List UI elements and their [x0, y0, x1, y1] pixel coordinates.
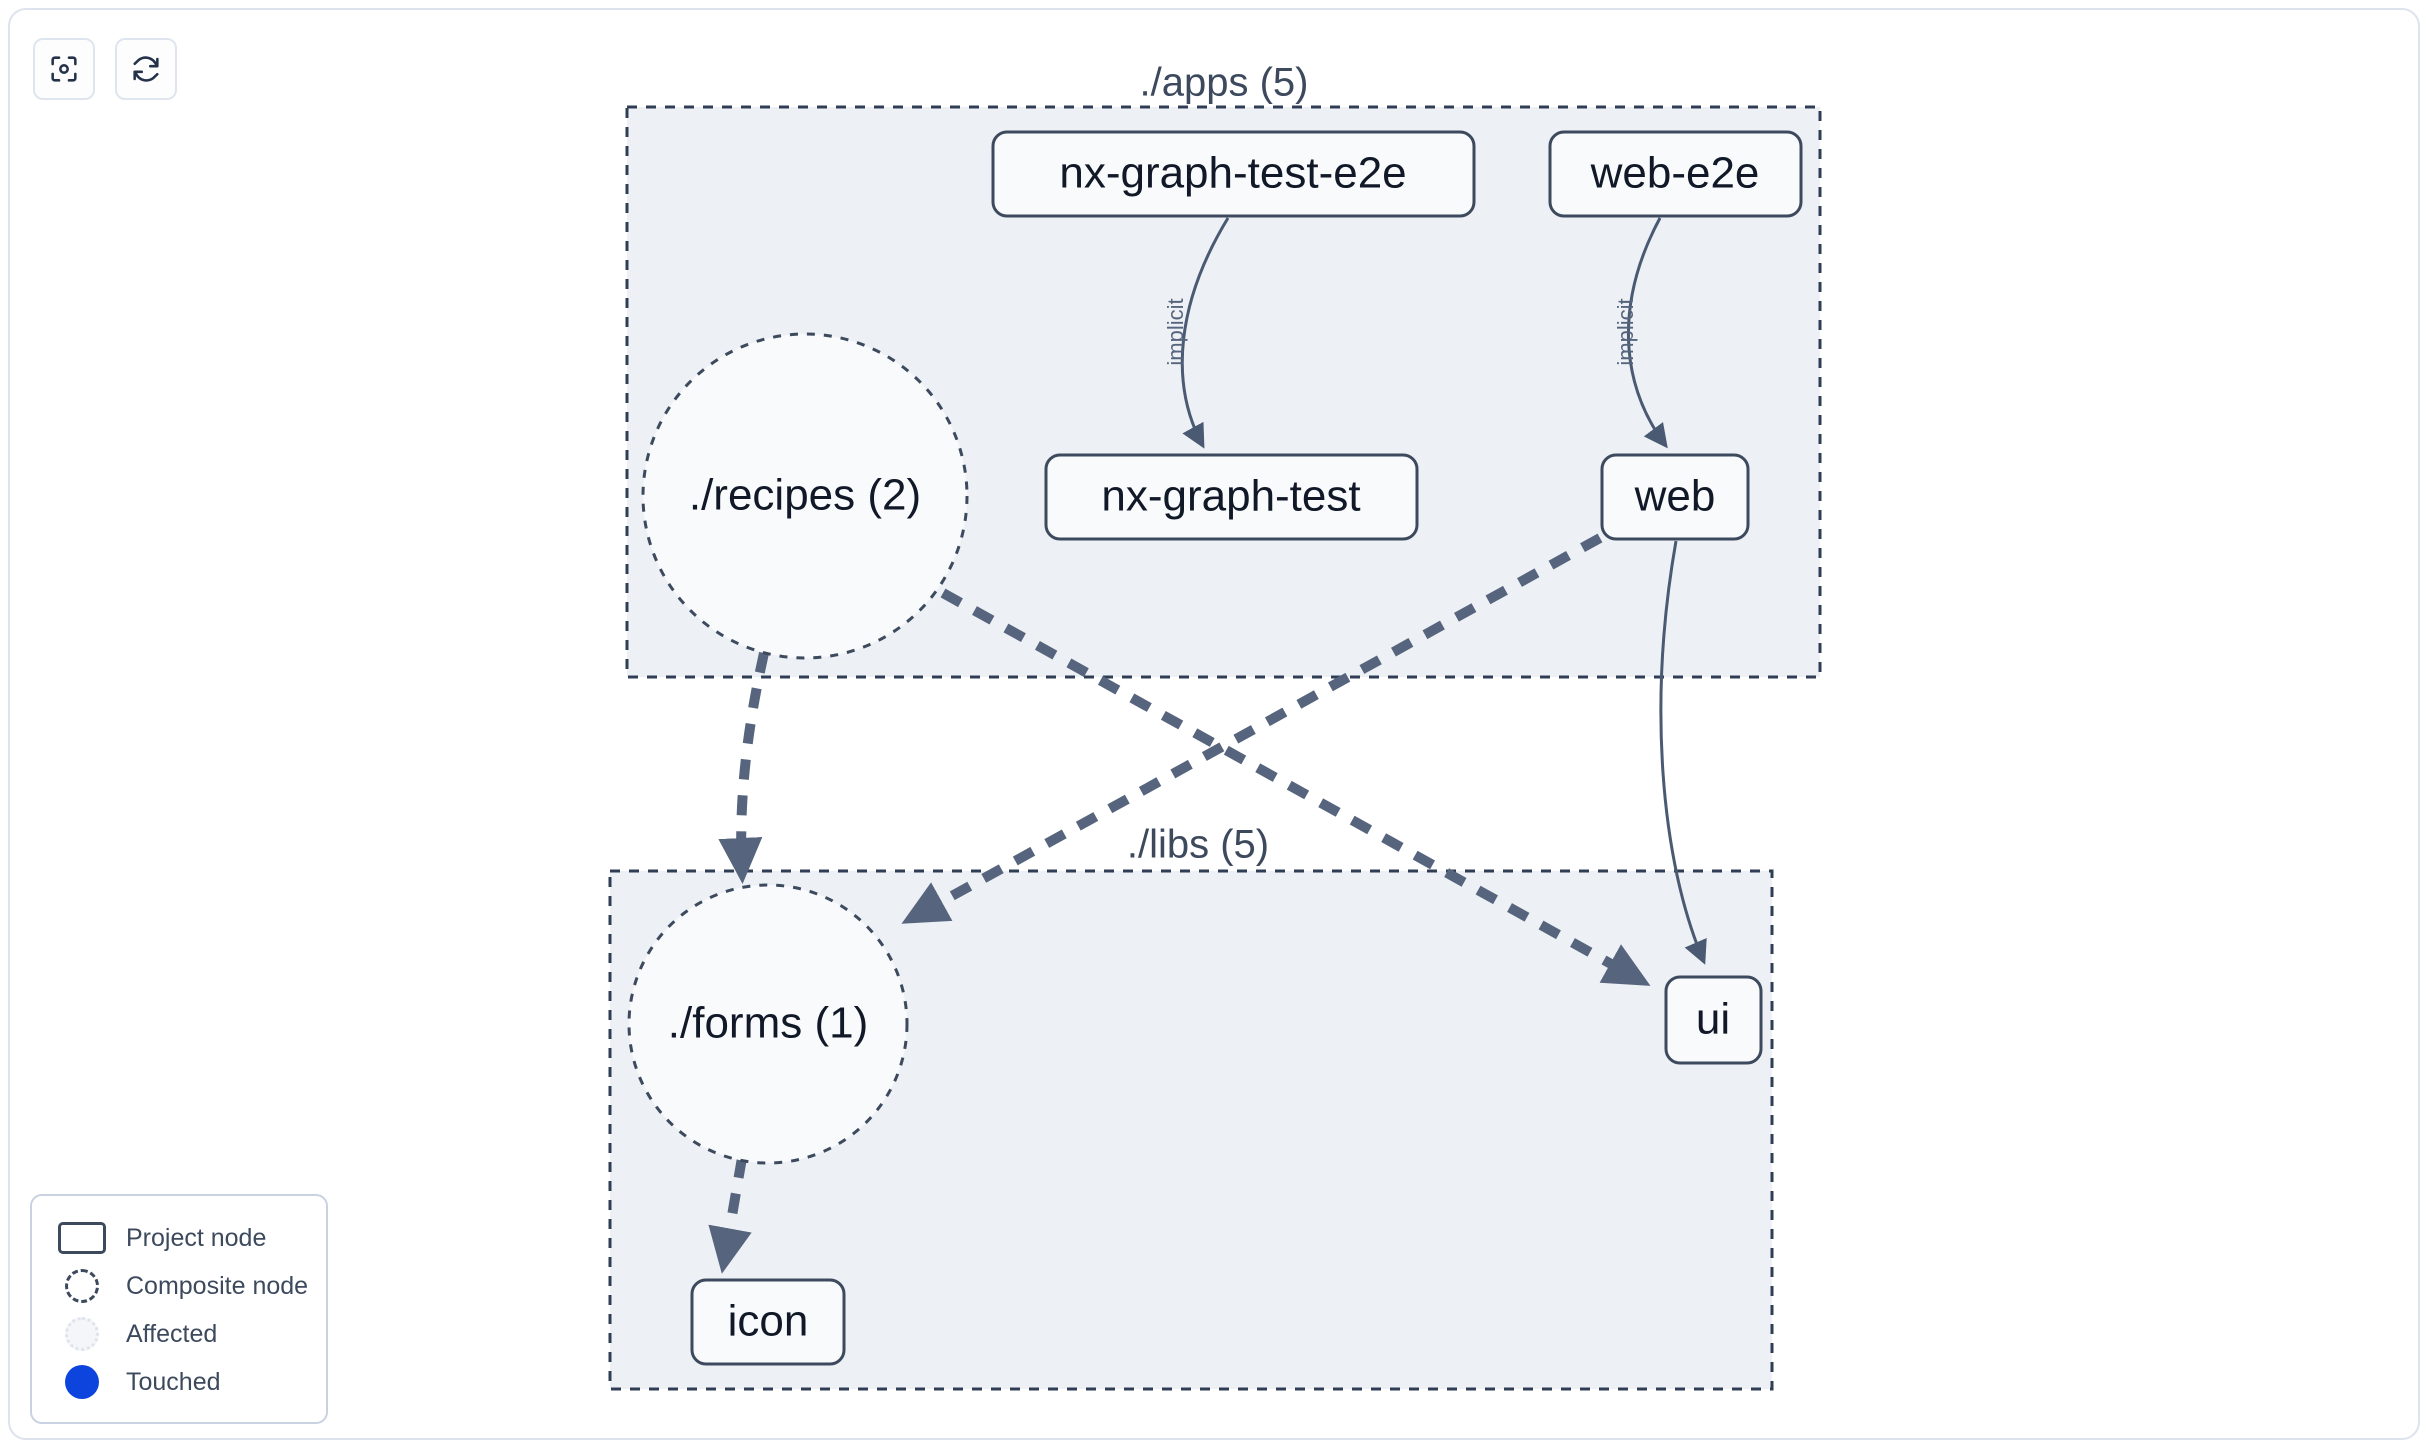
project-node-web-e2e-label: web-e2e — [1590, 149, 1760, 198]
group-apps-label: ./apps (5) — [1140, 61, 1309, 105]
project-node-nx-graph-test-label: nx-graph-test — [1101, 472, 1360, 521]
graph-legend: Project node Composite node Affected Tou… — [30, 1194, 328, 1424]
project-node-icon-label: icon — [728, 1297, 809, 1346]
project-node-web[interactable]: web — [1600, 453, 1750, 541]
group-libs-label: ./libs (5) — [1127, 823, 1269, 867]
legend-item-project-node: Project node — [54, 1214, 304, 1262]
project-node-web-label: web — [1634, 472, 1716, 521]
edge-web-to-forms[interactable] — [901, 533, 1603, 924]
graph-nodes: ./recipes (2) ./forms (1) nx-graph-test-… — [627, 130, 1803, 1366]
legend-label-affected: Affected — [126, 1319, 218, 1348]
legend-item-touched: Touched — [54, 1358, 304, 1406]
project-node-swatch-icon — [54, 1222, 110, 1254]
graph-edges: implicit implicit — [708, 217, 1707, 1274]
legend-item-affected: Affected — [54, 1310, 304, 1358]
project-node-nx-graph-test-rect[interactable] — [1044, 453, 1419, 541]
project-node-ui-rect[interactable] — [1664, 975, 1763, 1065]
composite-node-swatch-icon — [54, 1269, 110, 1303]
legend-label-touched: Touched — [126, 1367, 221, 1396]
touched-swatch-icon — [54, 1365, 110, 1399]
composite-node-forms-label: ./forms (1) — [668, 999, 868, 1048]
edge-web-to-ui[interactable] — [1659, 540, 1707, 965]
composite-node-recipes[interactable]: ./recipes (2) — [641, 332, 969, 660]
edge-label-implicit-web: implicit — [1613, 298, 1638, 365]
legend-label-composite-node: Composite node — [126, 1271, 309, 1300]
affected-swatch-icon — [54, 1317, 110, 1351]
refresh-graph-button[interactable] — [115, 38, 177, 100]
project-node-web-e2e-rect[interactable] — [1548, 130, 1803, 218]
project-node-icon[interactable]: icon — [690, 1278, 846, 1366]
edge-nx-graph-test-e2e-to-nx-graph-test[interactable] — [1180, 217, 1230, 449]
refresh-icon — [129, 52, 163, 86]
legend-item-composite-node: Composite node — [54, 1262, 308, 1310]
graph-groups: ./apps (5) ./libs (5) — [608, 61, 1822, 1391]
edge-forms-to-icon[interactable] — [708, 1157, 752, 1274]
project-node-icon-rect[interactable] — [690, 1278, 846, 1366]
graph-toolbar — [33, 38, 177, 100]
composite-node-forms-circle[interactable] — [627, 883, 909, 1165]
edge-web-e2e-to-web[interactable] — [1627, 217, 1668, 449]
edge-recipes-to-forms[interactable] — [718, 651, 769, 884]
project-node-nx-graph-test-e2e-label: nx-graph-test-e2e — [1059, 149, 1406, 198]
focus-graph-button[interactable] — [33, 38, 95, 100]
edge-label-implicit-nx-graph-test: implicit — [1163, 298, 1188, 365]
project-node-nx-graph-test-e2e-rect[interactable] — [991, 130, 1476, 218]
viewfinder-focus-icon — [47, 52, 81, 86]
project-node-ui-label: ui — [1696, 995, 1730, 1044]
legend-label-project-node: Project node — [126, 1223, 267, 1252]
composite-node-forms[interactable]: ./forms (1) — [627, 883, 909, 1165]
project-node-web-e2e[interactable]: web-e2e — [1548, 130, 1803, 218]
composite-node-recipes-label: ./recipes (2) — [689, 471, 921, 520]
project-node-web-rect[interactable] — [1600, 453, 1750, 541]
composite-node-recipes-circle[interactable] — [641, 332, 969, 660]
edge-recipes-to-ui[interactable] — [940, 588, 1651, 986]
project-node-nx-graph-test[interactable]: nx-graph-test — [1044, 453, 1419, 541]
project-node-nx-graph-test-e2e[interactable]: nx-graph-test-e2e — [991, 130, 1476, 218]
project-node-ui[interactable]: ui — [1664, 975, 1763, 1065]
